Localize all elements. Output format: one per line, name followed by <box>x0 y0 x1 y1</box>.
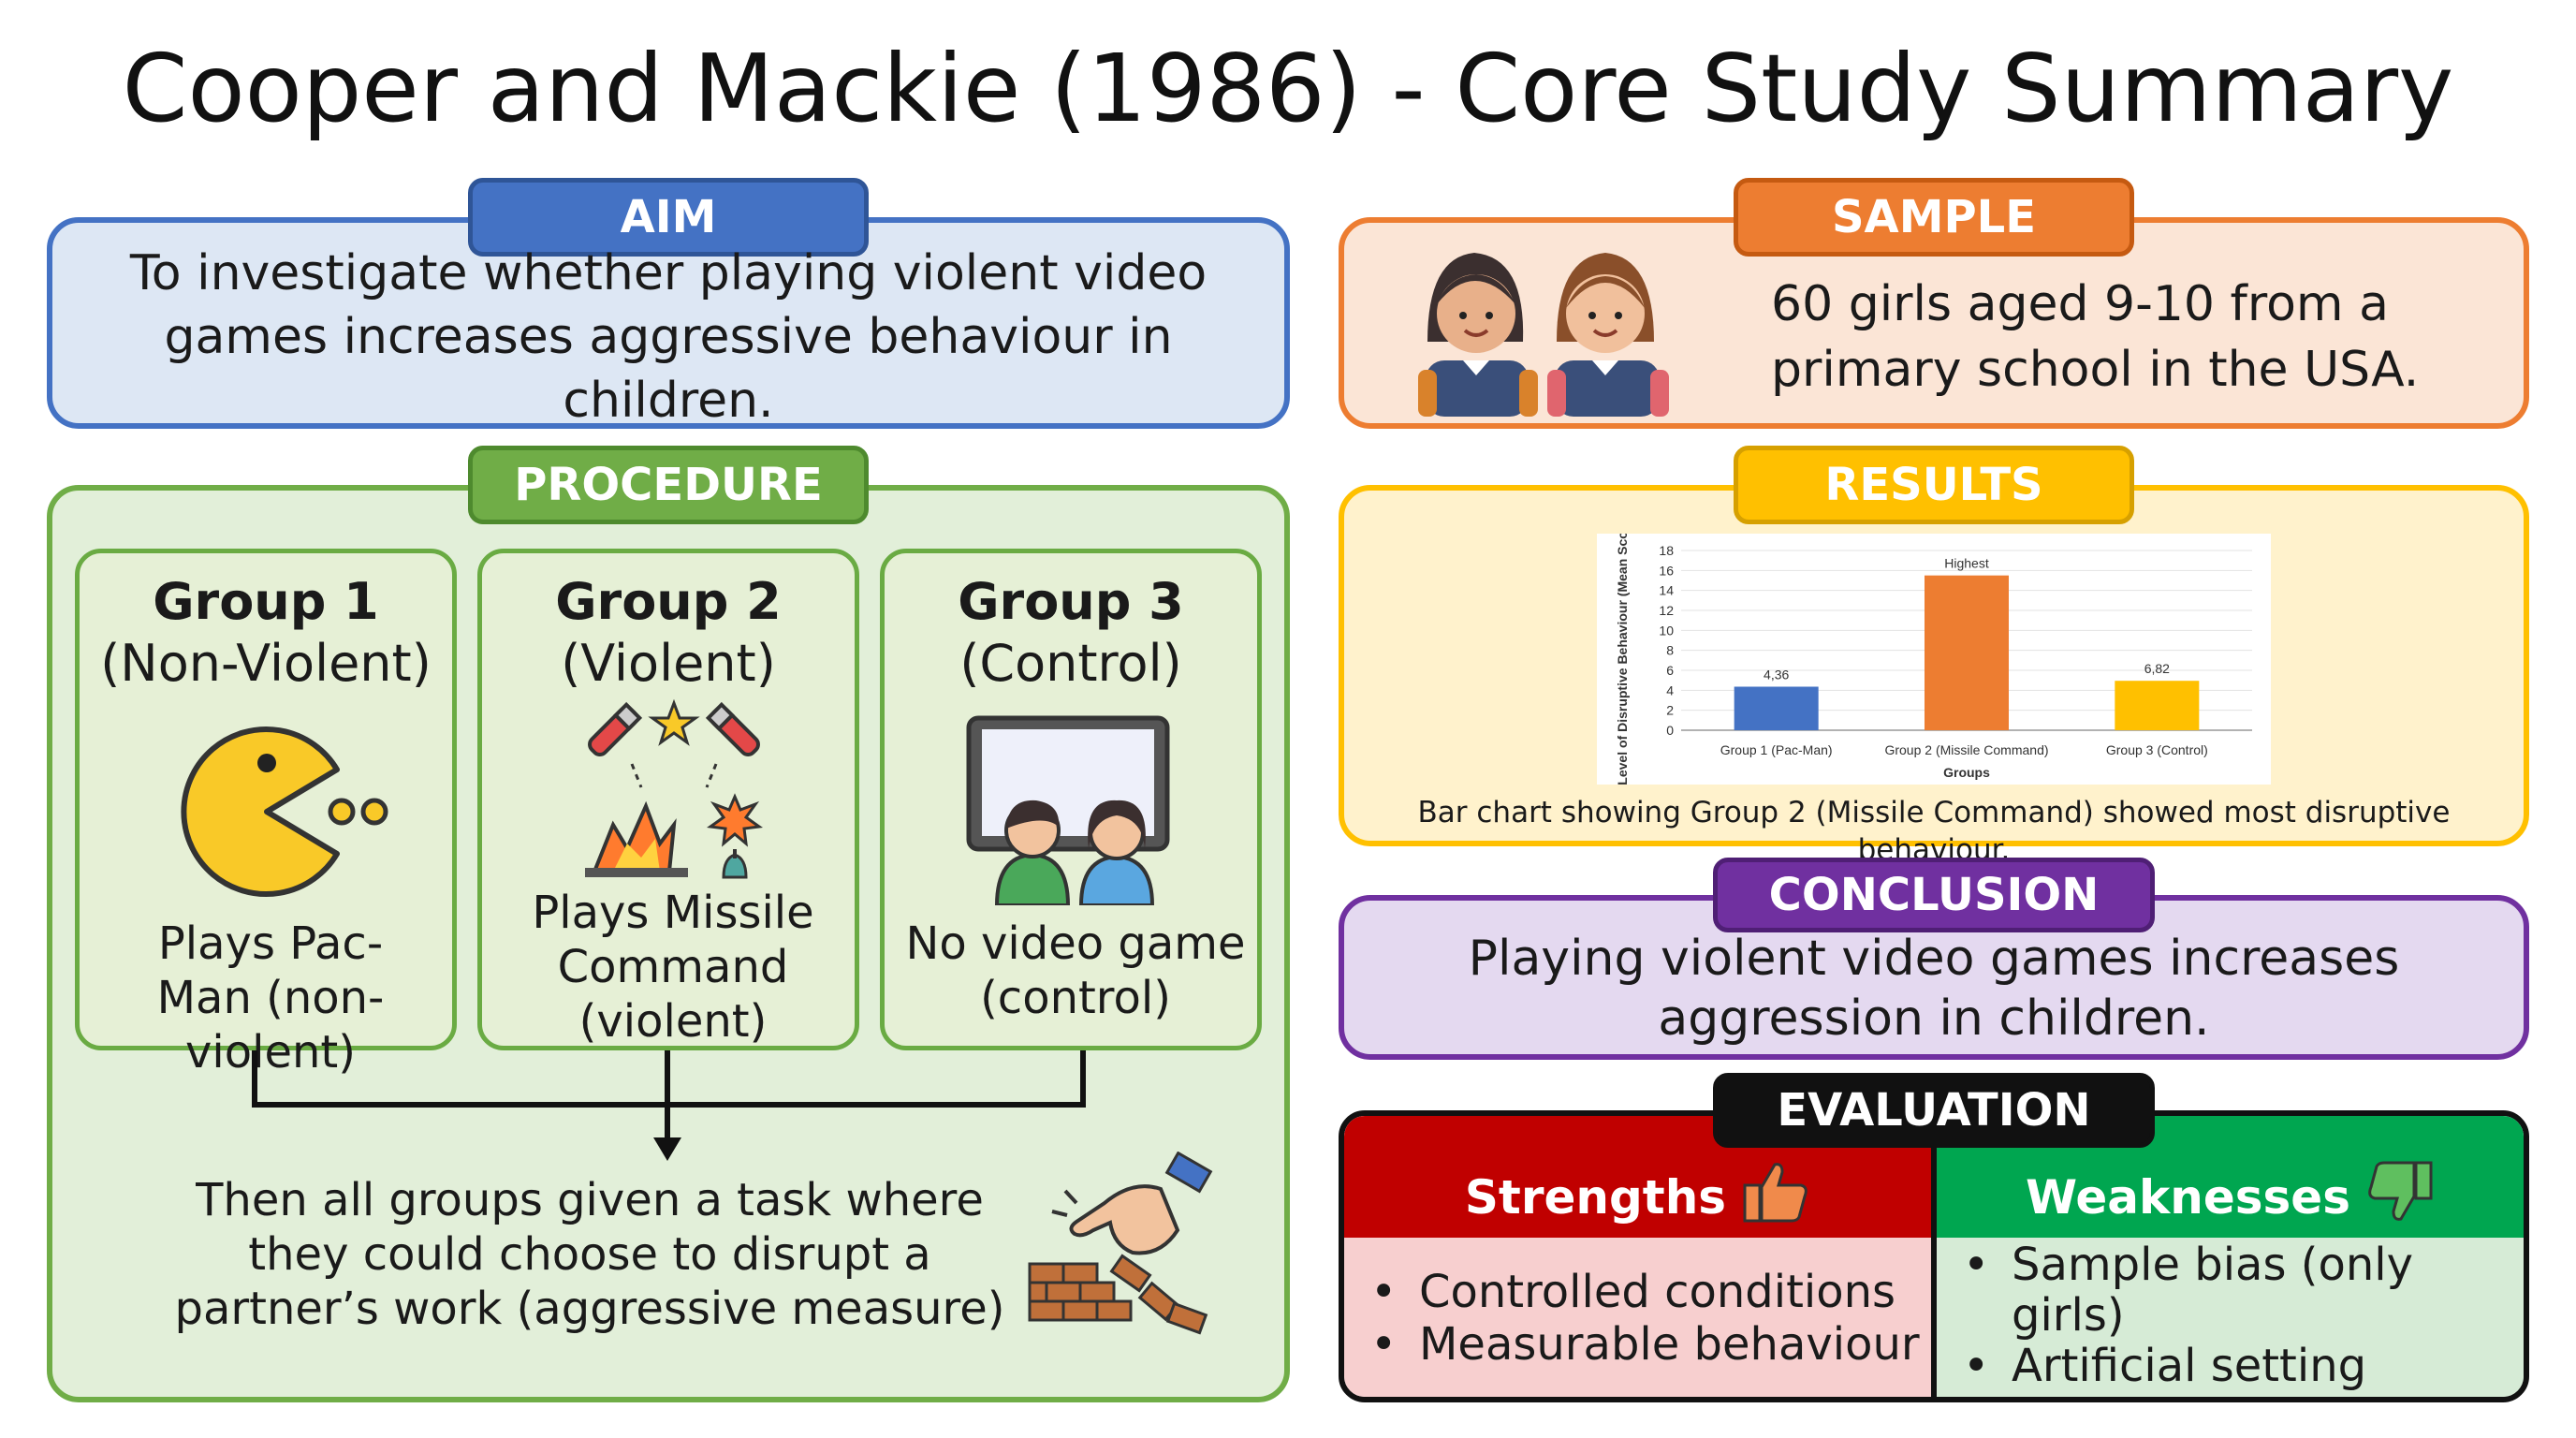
group-3-box: Group 3 (Control) No video game (control… <box>880 549 1262 1050</box>
group-3-subtitle: (Control) <box>959 634 1182 693</box>
missile-icon <box>585 698 763 879</box>
y-tick-label: 0 <box>1666 723 1674 738</box>
tv-viewers-icon <box>966 715 1170 905</box>
y-tick-label: 2 <box>1666 703 1674 718</box>
bar <box>1925 575 2009 730</box>
conclusion-tab: CONCLUSION <box>1713 858 2155 932</box>
procedure-tab: PROCEDURE <box>468 446 869 524</box>
y-tick-label: 4 <box>1666 682 1674 697</box>
y-tick-label: 6 <box>1666 663 1674 678</box>
x-axis-label: Groups <box>1943 765 1990 780</box>
group-1-subtitle: (Non-Violent) <box>100 634 432 693</box>
data-label: 6,82 <box>2144 661 2170 676</box>
weaknesses-list: Sample bias (only girls) Artificial sett… <box>1946 1240 2524 1397</box>
weakness-item: Low ecological validity <box>1946 1391 2524 1397</box>
evaluation-panel: Strengths Controlled conditions Measurab… <box>1339 1110 2529 1402</box>
group-1-box: Group 1 (Non-Violent) Plays Pac-Man (non… <box>75 549 457 1078</box>
data-label: Highest <box>1944 556 1989 571</box>
strengths-heading: Strengths <box>1464 1170 1727 1225</box>
conclusion-text: Playing violent video games increases ag… <box>1468 931 2400 1047</box>
data-label: 4,36 <box>1764 667 1789 682</box>
page-title: Cooper and Mackie (1986) - Core Study Su… <box>122 34 2454 143</box>
y-tick-label: 14 <box>1659 583 1674 598</box>
hand-knocking-bricks-icon <box>1028 1152 1213 1335</box>
y-axis-label: Level of Disruptive Behaviour (Mean Scor… <box>1615 534 1630 785</box>
results-tab: RESULTS <box>1734 446 2134 524</box>
x-tick-label: Group 2 (Missile Command) <box>1884 742 2048 757</box>
group-1-description: Plays Pac-Man (non-violent) <box>156 917 385 1078</box>
strength-item: Controlled conditions <box>1354 1266 1920 1318</box>
weakness-item: Sample bias (only girls) <box>1946 1240 2524 1341</box>
thumbs-down-icon <box>2368 1161 2433 1221</box>
sample-text: 60 girls aged 9-10 from a primary school… <box>1771 276 2420 398</box>
aim-tab: AIM <box>468 178 869 257</box>
group-1-title: Group 1 <box>153 572 379 631</box>
strengths-column: Strengths Controlled conditions Measurab… <box>1344 1116 1937 1397</box>
strengths-list: Controlled conditions Measurable behavio… <box>1354 1266 1920 1371</box>
strength-item: Measurable behaviour <box>1354 1318 1920 1371</box>
sample-tab: SAMPLE <box>1734 178 2134 257</box>
group-2-subtitle: (Violent) <box>561 634 776 693</box>
y-tick-label: 18 <box>1659 543 1674 558</box>
evaluation-tab: EVALUATION <box>1713 1073 2155 1148</box>
y-tick-label: 12 <box>1659 603 1674 618</box>
x-tick-label: Group 3 (Control) <box>2106 742 2208 757</box>
pacman-icon <box>181 726 388 897</box>
x-tick-label: Group 1 (Pac-Man) <box>1720 742 1833 757</box>
y-tick-label: 8 <box>1666 643 1674 658</box>
thumbs-up-icon <box>1743 1163 1808 1223</box>
weaknesses-heading: Weaknesses <box>2026 1170 2350 1225</box>
weakness-item: Artificial setting <box>1946 1341 2524 1391</box>
group-2-description: Plays Missile Command (violent) <box>532 887 814 1048</box>
group-2-title: Group 2 <box>555 572 782 631</box>
y-tick-label: 16 <box>1659 563 1674 578</box>
group-3-title: Group 3 <box>958 572 1184 631</box>
weaknesses-column: Weaknesses Sample bias (only girls) Arti… <box>1937 1116 2524 1397</box>
group-3-description: No video game (control) <box>905 917 1246 1024</box>
y-tick-label: 10 <box>1659 623 1674 638</box>
procedure-task-text: Then all groups given a task where they … <box>174 1174 1005 1335</box>
bar <box>1734 686 1819 730</box>
group-2-box: Group 2 (Violent) Plays Missile Command … <box>477 549 859 1050</box>
schoolgirls-icon <box>1418 253 1669 417</box>
bar <box>2115 681 2200 730</box>
